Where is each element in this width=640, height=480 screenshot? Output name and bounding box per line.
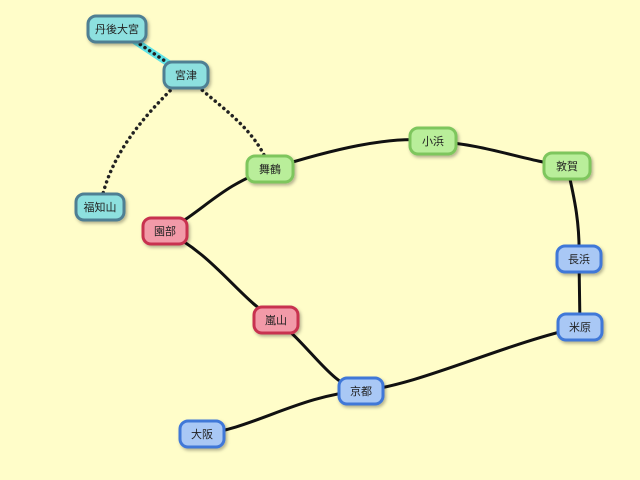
edge-maibara-kyoto xyxy=(359,325,582,393)
station-node-obama[interactable]: 小浜 xyxy=(408,126,458,156)
station-node-box xyxy=(337,376,385,406)
station-node-box xyxy=(86,14,148,44)
station-node-box xyxy=(542,151,592,181)
station-node-tango-omiya[interactable]: 丹後大宮 xyxy=(86,14,148,44)
station-label: 園部 xyxy=(154,224,176,238)
station-node-tsuruga[interactable]: 敦賀 xyxy=(542,151,592,181)
station-node-box xyxy=(408,126,458,156)
station-label: 小浜 xyxy=(422,135,444,148)
station-label: 嵐山 xyxy=(265,314,287,327)
station-label: 福知山 xyxy=(84,200,117,214)
station-label: 大阪 xyxy=(191,427,213,441)
station-node-box xyxy=(74,192,126,222)
station-label: 宮津 xyxy=(175,68,197,82)
station-node-nagahama[interactable]: 長浜 xyxy=(555,244,603,274)
station-label: 丹後大宮 xyxy=(95,22,139,36)
station-node-box xyxy=(141,216,189,246)
edge-miyazu-fukuchiyama xyxy=(98,73,188,209)
edge-kyoto-osaka xyxy=(200,389,363,436)
station-node-box xyxy=(556,312,604,342)
station-node-fukuchiyama[interactable]: 福知山 xyxy=(74,192,126,222)
station-node-box xyxy=(162,60,210,90)
station-node-box xyxy=(245,154,295,184)
station-label: 京都 xyxy=(350,384,372,398)
station-node-sonobe[interactable]: 園部 xyxy=(141,216,189,246)
station-node-miyazu[interactable]: 宮津 xyxy=(162,60,210,90)
station-label: 長浜 xyxy=(568,253,590,266)
station-label: 米原 xyxy=(569,321,591,334)
station-node-maibara[interactable]: 米原 xyxy=(556,312,604,342)
station-node-arashiyama[interactable]: 嵐山 xyxy=(252,305,300,335)
station-node-kyoto[interactable]: 京都 xyxy=(337,376,385,406)
station-label: 敦賀 xyxy=(556,159,578,173)
station-label: 舞鶴 xyxy=(259,162,281,176)
station-node-box xyxy=(178,419,226,449)
station-node-box xyxy=(555,244,603,274)
station-node-box xyxy=(252,305,300,335)
station-node-osaka[interactable]: 大阪 xyxy=(178,419,226,449)
station-node-maizuru[interactable]: 舞鶴 xyxy=(245,154,295,184)
